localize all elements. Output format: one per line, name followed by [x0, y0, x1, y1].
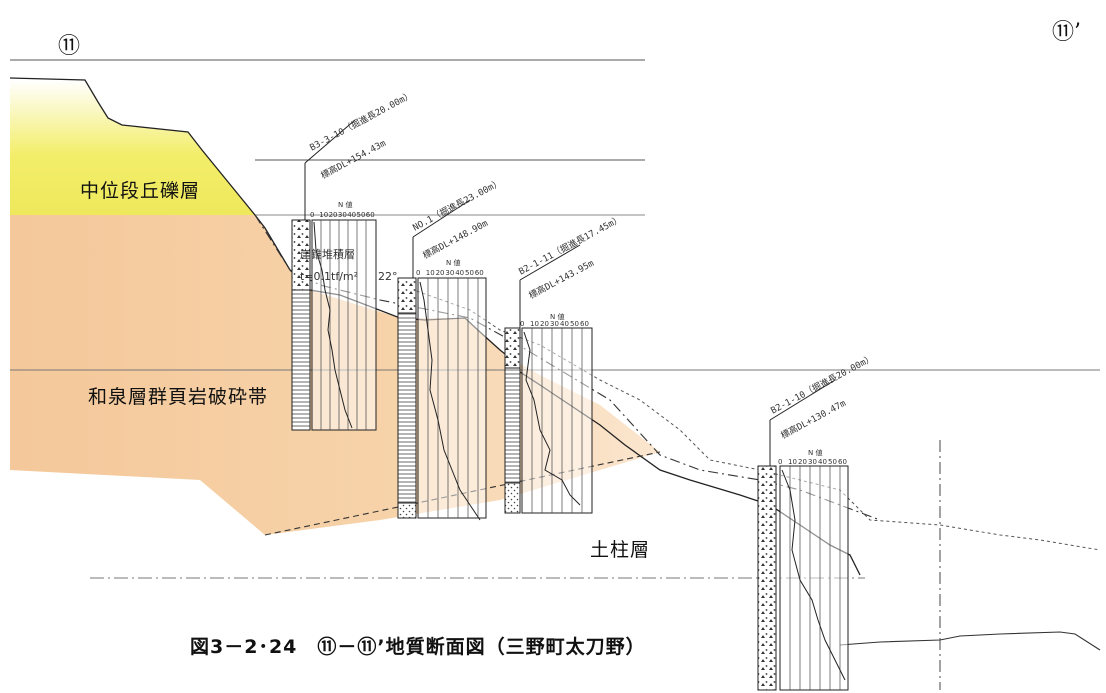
- n-axis-tick-3: 30: [550, 320, 559, 328]
- annotation-angle: 22°: [378, 270, 398, 283]
- n-axis-tick-2: 50: [465, 269, 474, 277]
- section-mark-left: ⑪: [58, 34, 81, 59]
- n-axis-tick-3: 20: [540, 320, 549, 328]
- n-axis-tick-3: 40: [560, 320, 569, 328]
- borehole-b2-1-11: [504, 244, 593, 514]
- annotation-colluvium: 崖錐堆積層: [300, 248, 355, 261]
- borehole-2-n-title: N 値: [446, 259, 461, 267]
- n-axis-tick-2: 0: [416, 269, 421, 277]
- n-axis-tick-4: 20: [798, 458, 807, 466]
- borehole-3-n-title: N 値: [550, 313, 565, 321]
- n-axis-tick-3: 50: [570, 320, 579, 328]
- annotation-load: t=0.1tf/m²: [300, 270, 359, 283]
- n-axis-tick-3: 10: [530, 320, 539, 328]
- n-axis-tick-2: 20: [435, 269, 445, 277]
- n-axis-tick-4: 0: [778, 458, 783, 466]
- n-axis-tick-3: 0: [520, 320, 525, 328]
- borehole-b2-1-10: [757, 379, 849, 691]
- n-axis-tick-2: 60: [474, 269, 484, 277]
- n-axis-tick-1: 30: [337, 211, 347, 219]
- layer-label-gravel: 中位段丘礫層: [80, 180, 201, 202]
- n-axis-tick-1: 60: [365, 211, 375, 219]
- n-axis-tick-4: 10: [788, 458, 797, 466]
- n-axis-tick-1: 0: [310, 211, 315, 219]
- n-axis-tick-2: 10: [425, 269, 435, 277]
- figure-caption: 図3－2･24 ⑪－⑪’地質断面図（三野町太刀野）: [190, 636, 646, 658]
- n-axis-tick-4: 40: [818, 458, 827, 466]
- n-axis-tick-1: 40: [347, 211, 357, 219]
- section-mark-right: ⑪’: [1052, 20, 1081, 45]
- right-ground: [839, 631, 1101, 651]
- layer-label-dochu: 土柱層: [590, 539, 651, 561]
- n-axis-tick-1: 10: [319, 211, 329, 219]
- borehole-no1: [397, 199, 487, 521]
- layer-label-izumi: 和泉層群頁岩破砕帯: [88, 386, 269, 408]
- original-ground-dotted: [399, 284, 1101, 551]
- n-axis-tick-4: 30: [808, 458, 817, 466]
- n-axis-tick-3: 60: [580, 320, 589, 328]
- borehole-b3-3-10: [291, 119, 377, 431]
- borehole-4-n-title: N 値: [808, 449, 823, 457]
- n-axis-tick-1: 20: [328, 211, 338, 219]
- n-axis-tick-4: 50: [828, 458, 837, 466]
- borehole-1-n-title: N 値: [338, 201, 353, 209]
- n-axis-tick-2: 40: [455, 269, 465, 277]
- n-axis-tick-1: 50: [356, 211, 366, 219]
- n-axis-tick-2: 30: [445, 269, 455, 277]
- n-axis-tick-4: 60: [838, 458, 847, 466]
- gravel-terrace-layer: [10, 80, 255, 215]
